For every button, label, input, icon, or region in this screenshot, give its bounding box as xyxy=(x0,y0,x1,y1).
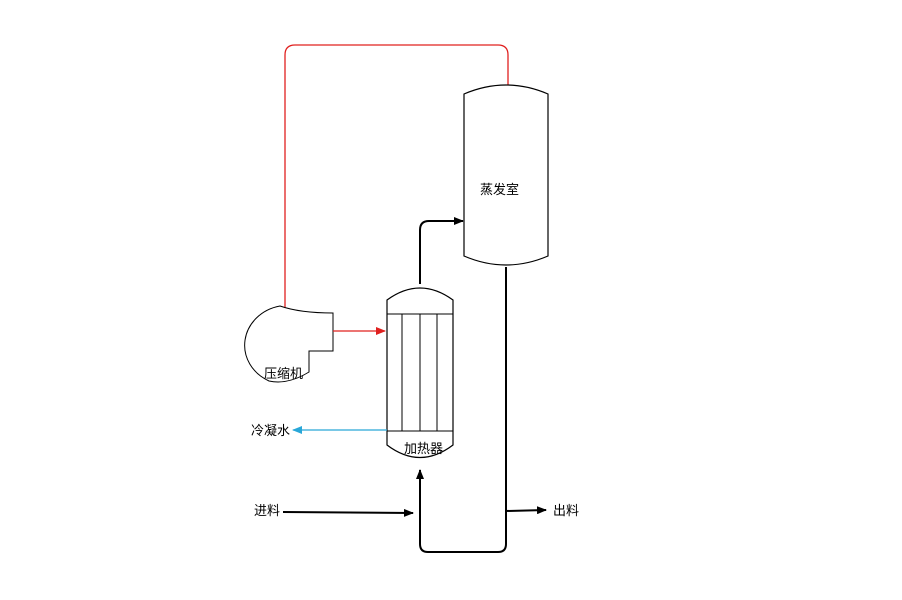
heater-to-evaporator-line xyxy=(419,217,464,284)
compressor-label: 压缩机 xyxy=(264,366,303,382)
heater-label: 加热器 xyxy=(404,442,443,457)
condensate-label: 冷凝水 xyxy=(251,423,290,439)
feed-line xyxy=(282,508,414,517)
discharge-line xyxy=(505,506,547,515)
feed-label: 进料 xyxy=(254,504,280,519)
evaporator-vessel xyxy=(463,84,549,266)
vapor-line xyxy=(281,44,509,353)
circulation-line xyxy=(416,267,507,553)
compressor-body xyxy=(244,305,334,383)
discharge-label: 出料 xyxy=(553,504,579,519)
evaporator-label: 蒸发室 xyxy=(480,182,519,198)
